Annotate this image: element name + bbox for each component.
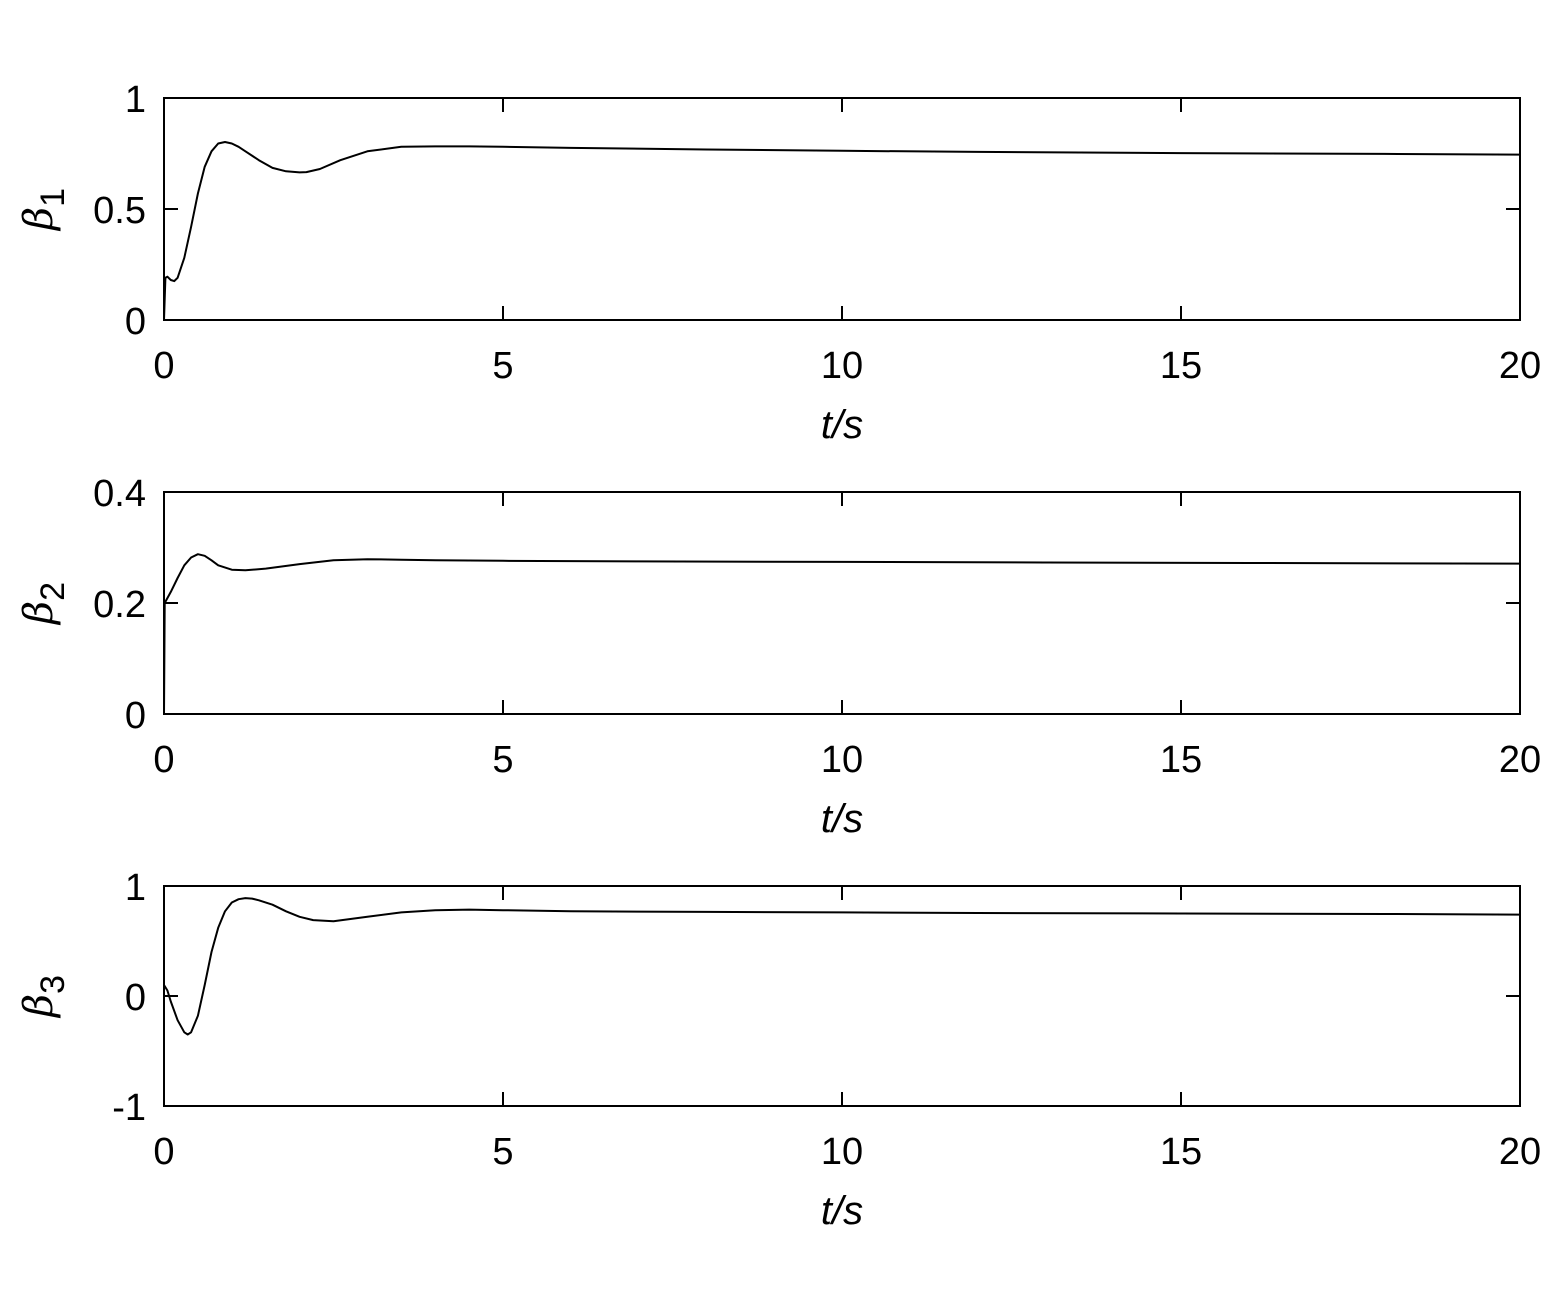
y-axis-label-symbol: β (16, 207, 62, 232)
y-tick-label: 0.2 (93, 584, 146, 626)
axes-box (163, 97, 1521, 321)
x-tick-label: 10 (821, 345, 863, 387)
x-axis-label: t/s (821, 1189, 863, 1233)
x-tick-label: 20 (1499, 739, 1541, 781)
series-line-1 (163, 553, 1521, 715)
series-line-1 (163, 897, 1521, 1036)
y-axis-label-subscript: 3 (34, 975, 72, 994)
x-tick-label: 15 (1160, 345, 1202, 387)
y-tick-label: 1 (125, 867, 146, 909)
y-axis-label: β2 (16, 582, 72, 626)
y-axis-label: β1 (16, 188, 72, 232)
x-tick-label: 20 (1499, 345, 1541, 387)
y-tick-label: 0.5 (93, 190, 146, 232)
axes-box (163, 885, 1521, 1107)
x-tick-label: 10 (821, 739, 863, 781)
x-tick-label: 15 (1160, 739, 1202, 781)
y-axis-label-subscript: 1 (34, 188, 72, 207)
x-tick-label: 0 (153, 1131, 174, 1173)
y-axis-label: β3 (16, 975, 72, 1019)
y-tick-label: 0 (125, 695, 146, 737)
y-axis-label-symbol: β (16, 601, 62, 626)
y-tick-label: 0 (125, 977, 146, 1019)
x-tick-label: 10 (821, 1131, 863, 1173)
x-tick-label: 20 (1499, 1131, 1541, 1173)
x-tick-label: 0 (153, 345, 174, 387)
x-tick-label: 15 (1160, 1131, 1202, 1173)
y-axis-label-subscript: 2 (34, 582, 72, 601)
y-tick-label: -1 (112, 1087, 146, 1129)
x-axis-label: t/s (821, 403, 863, 447)
x-tick-label: 5 (492, 345, 513, 387)
x-axis-label: t/s (821, 797, 863, 841)
y-tick-label: 0.4 (93, 473, 146, 515)
x-tick-label: 5 (492, 1131, 513, 1173)
x-tick-label: 0 (153, 739, 174, 781)
x-tick-label: 5 (492, 739, 513, 781)
series-line-1 (163, 141, 1521, 321)
subplot-2: 0 5 10 15 20 0 0.2 0.4 t/s β2 (16, 473, 1541, 841)
axes-box (163, 491, 1521, 715)
y-axis-label-symbol: β (16, 994, 62, 1019)
y-tick-label: 1 (125, 79, 146, 121)
y-tick-label: 0 (125, 301, 146, 343)
